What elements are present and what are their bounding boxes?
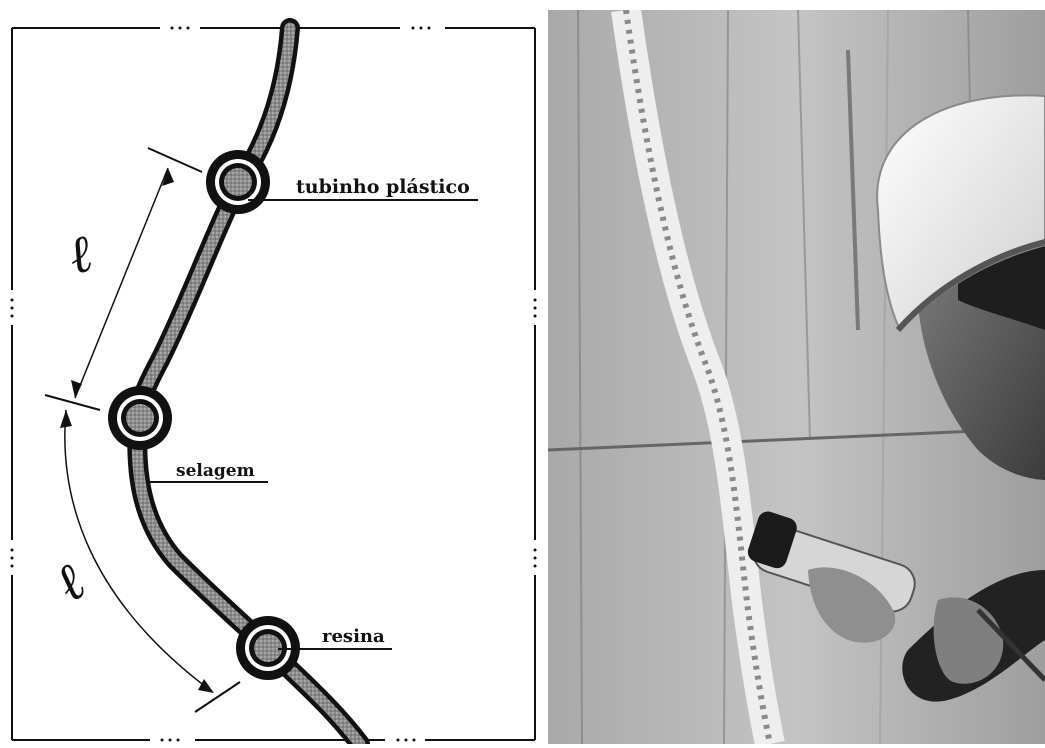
injection-port-top: [206, 150, 270, 214]
spacing-symbol-upper: ℓ: [63, 222, 100, 287]
injection-photo: [548, 10, 1045, 744]
dimension-curved: [65, 410, 240, 712]
seal-label: selagem: [176, 461, 255, 481]
dimension-straight: [45, 148, 202, 410]
spacing-symbol-lower: ℓ: [44, 551, 97, 614]
arrowhead-lower: [198, 679, 214, 693]
resin-label: resina: [322, 626, 385, 647]
crack-injection-diagram: tubinho plástico selagem resina ℓ ℓ: [0, 0, 545, 744]
photo-svg: [548, 10, 1045, 744]
diagram-svg: tubinho plástico selagem resina ℓ ℓ: [0, 0, 545, 744]
injection-port-middle: [108, 386, 172, 450]
arrowhead-upper: [60, 410, 72, 428]
tube-label: tubinho plástico: [296, 176, 470, 198]
